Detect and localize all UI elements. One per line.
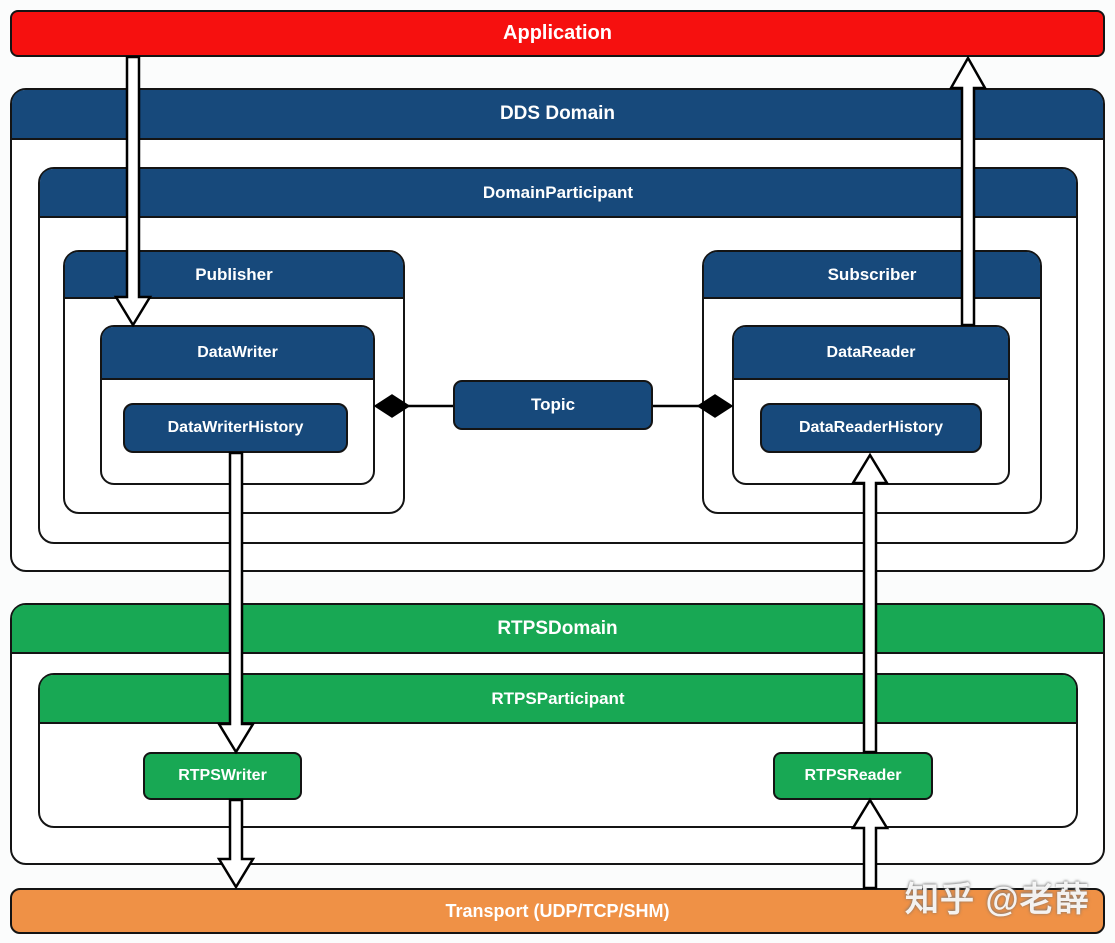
rtps-domain-label: RTPSDomain bbox=[497, 617, 618, 639]
datawriter-history-node: DataWriterHistory bbox=[123, 403, 348, 453]
application-label: Application bbox=[503, 22, 612, 44]
datareader-history-label: DataReaderHistory bbox=[798, 419, 944, 436]
datareader-history-node: DataReaderHistory bbox=[760, 403, 982, 453]
rtps-domain-header: RTPSDomain bbox=[12, 605, 1103, 654]
rtps-participant-container: RTPSParticipant bbox=[38, 673, 1078, 828]
domain-participant-header: DomainParticipant bbox=[40, 169, 1076, 218]
rtps-participant-header: RTPSParticipant bbox=[40, 675, 1076, 724]
publisher-label: Publisher bbox=[195, 264, 273, 284]
rtps-reader-node: RTPSReader bbox=[773, 752, 933, 800]
dds-domain-header: DDS Domain bbox=[12, 90, 1103, 140]
datawriter-history-label: DataWriterHistory bbox=[167, 419, 304, 436]
rtps-reader-label: RTPSReader bbox=[804, 767, 902, 784]
topic-node: Topic bbox=[453, 380, 653, 430]
rtps-writer-label: RTPSWriter bbox=[178, 767, 267, 784]
datawriter-header: DataWriter bbox=[102, 327, 373, 380]
publisher-header: Publisher bbox=[65, 252, 403, 299]
rtps-writer-node: RTPSWriter bbox=[143, 752, 302, 800]
subscriber-header: Subscriber bbox=[704, 252, 1040, 299]
rtps-participant-label: RTPSParticipant bbox=[491, 688, 625, 708]
datawriter-label: DataWriter bbox=[197, 343, 278, 361]
datareader-label: DataReader bbox=[826, 343, 916, 361]
subscriber-label: Subscriber bbox=[827, 264, 917, 284]
domain-participant-label: DomainParticipant bbox=[482, 182, 634, 202]
transport-label: Transport (UDP/TCP/SHM) bbox=[445, 900, 670, 921]
dds-domain-label: DDS Domain bbox=[499, 103, 616, 124]
application-node: Application bbox=[10, 10, 1105, 57]
topic-label: Topic bbox=[530, 395, 576, 414]
datareader-header: DataReader bbox=[734, 327, 1008, 380]
transport-node: Transport (UDP/TCP/SHM) bbox=[10, 888, 1105, 934]
watermark-text: 知乎 @老薛 bbox=[905, 881, 1090, 919]
